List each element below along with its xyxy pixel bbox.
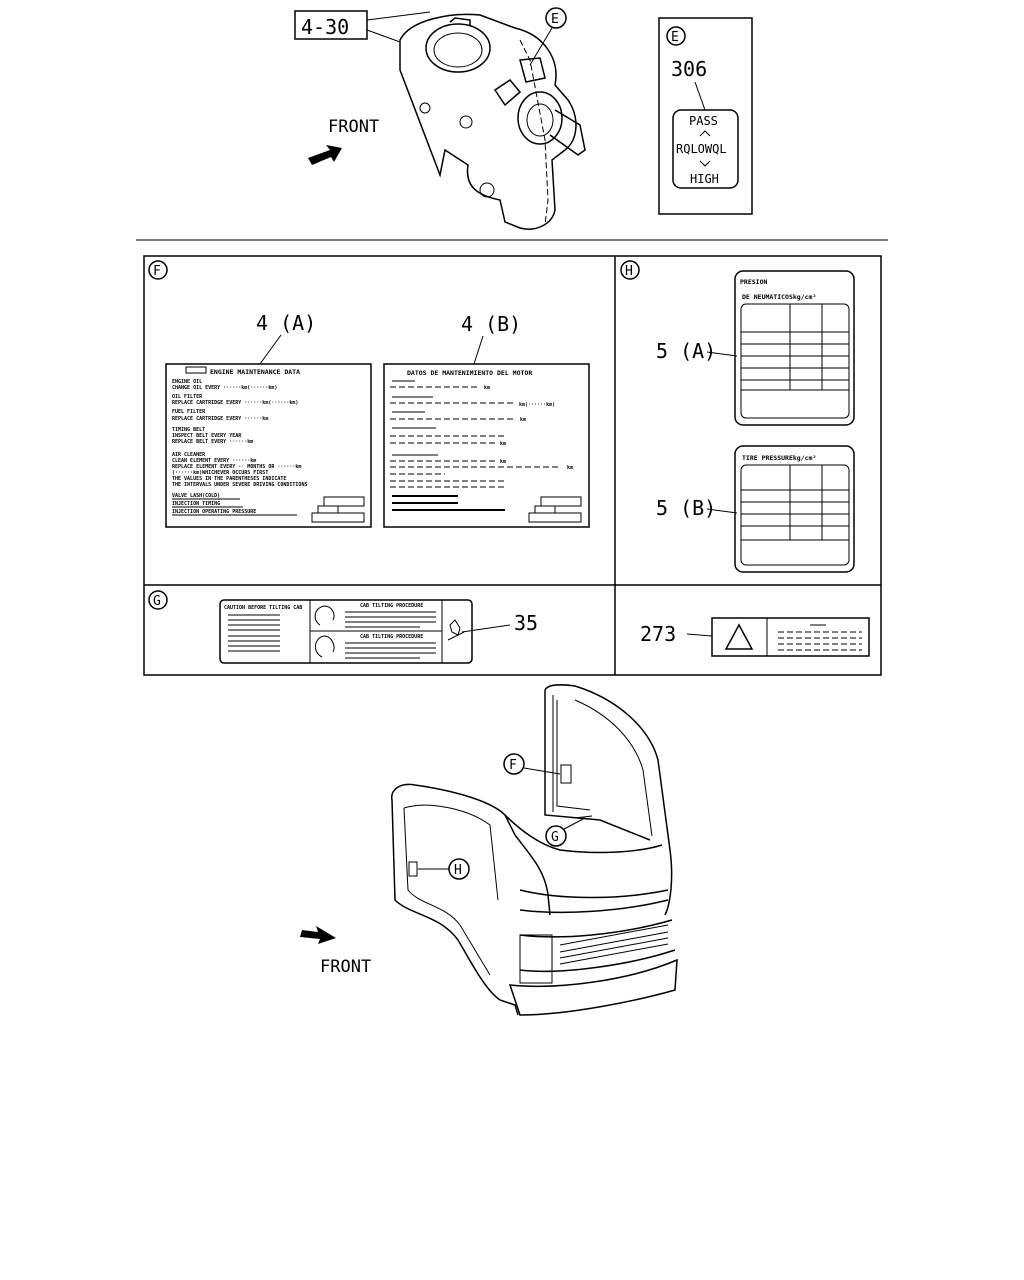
callout-f-circle: [503, 753, 525, 775]
label-4a-line: TIMING BELT: [172, 427, 205, 433]
front-arrow-icon: [308, 145, 342, 165]
label-5b-title: TIRE PRESSUREkg/cm²: [742, 454, 816, 462]
label-4a-line: INSPECT BELT EVERY YEAR: [172, 433, 242, 439]
callout-h: H: [454, 863, 462, 878]
panel-h-circle: [620, 260, 640, 280]
callout-e-circle: [545, 7, 567, 29]
label-4a-line: CLEAN ELEMENT EVERY ······km: [172, 458, 256, 464]
ref-box-4-30: [294, 10, 368, 40]
label-4b: DATOS DE MANTENIMIENTO DEL MOTOR km km(·…: [383, 363, 590, 528]
label-5a: PRESION DE NEUMATICOSkg/cm²: [734, 270, 855, 426]
inset-e: E 306 PASS RQLOWQL HIGH: [658, 17, 753, 215]
ref-4-30: 4-30: [301, 15, 349, 39]
panel-frame: [143, 255, 882, 676]
label-4a-line: REPLACE CARTRIDGE EVERY ······km: [172, 416, 268, 422]
label-4a-line: VALVE LASH(COLD): [172, 493, 220, 499]
label-4a-line: (······km)WHICHEVER OCCURS FIRST: [172, 470, 268, 476]
truck-cab: [391, 684, 678, 1016]
ref-4a: 4 (A): [256, 311, 316, 335]
label-273: [711, 617, 870, 657]
front-arrow-bottom-icon: [300, 926, 336, 944]
label-4b-unit: km: [500, 441, 506, 447]
label-35-proc-1: CAB TILTING PROCEDURE: [360, 603, 423, 609]
label-4b-unit: km: [567, 465, 573, 471]
label-4a-line: ENGINE OIL: [172, 379, 202, 385]
label-5a-title-2: DE NEUMATICOSkg/cm²: [742, 293, 816, 301]
ref-5a: 5 (A): [656, 339, 716, 363]
label-35: CAUTION BEFORE TILTING CAB CAB TILTING P…: [219, 599, 473, 664]
front-label-bottom: FRONT: [320, 957, 371, 977]
callout-e: E: [551, 12, 559, 27]
switch-mid: RQLOWQL: [676, 142, 727, 156]
label-4a-line: REPLACE BELT EVERY ······km: [172, 439, 253, 445]
ref-273: 273: [640, 622, 676, 646]
ref-35: 35: [514, 611, 538, 635]
inset-e-letter: E: [671, 30, 679, 45]
label-4a-title: ENGINE MAINTENANCE DATA: [210, 368, 300, 376]
label-4a: ENGINE MAINTENANCE DATA ENGINE OIL CHANG…: [165, 363, 372, 528]
label-4a-line: INJECTION TIMING: [172, 501, 220, 507]
callout-f: F: [509, 758, 517, 773]
label-4a-line: REPLACE ELEMENT EVERY ·· MONTHS OR ·····…: [172, 464, 301, 470]
panel-g-circle: [148, 590, 168, 610]
warning-triangle-icon: [724, 623, 754, 650]
label-4a-line: INJECTION OPERATING PRESSURE: [172, 509, 256, 515]
label-4b-title: DATOS DE MANTENIMIENTO DEL MOTOR: [407, 369, 532, 377]
label-4a-line: THE INTERVALS UNDER SEVERE DRIVING CONDI…: [172, 482, 307, 488]
label-4a-line: OIL FILTER: [172, 394, 203, 400]
label-5a-title-1: PRESION: [740, 278, 767, 286]
label-4b-unit: km: [500, 459, 506, 465]
label-4a-line: CHANGE OIL EVERY ······km(······km): [172, 385, 277, 391]
panel-g-letter: G: [153, 594, 161, 609]
label-4a-line: AIR CLEANER: [172, 452, 206, 458]
column-switch-housing: [399, 13, 586, 230]
switch-pass: PASS: [689, 114, 718, 128]
callout-g-circle: [545, 825, 567, 847]
callout-g: G: [551, 830, 559, 845]
label-4b-unit: km(······km): [519, 402, 555, 408]
front-label-top: FRONT: [328, 117, 379, 137]
ref-4b: 4 (B): [461, 312, 521, 336]
panel-f-circle: [148, 260, 168, 280]
label-5b: TIRE PRESSUREkg/cm²: [734, 445, 855, 573]
label-4b-unit: km: [484, 385, 490, 391]
panel-f-letter: F: [153, 264, 161, 279]
inset-e-part-no: 306: [671, 57, 707, 81]
label-4b-unit: km: [520, 417, 526, 423]
switch-high: HIGH: [690, 172, 719, 186]
label-4a-line: FUEL FILTER: [172, 409, 206, 415]
label-4a-line: THE VALUES IN THE PARENTHESES INDICATE: [172, 476, 286, 482]
label-4a-line: REPLACE CARTRIDGE EVERY ······km(······k…: [172, 400, 298, 406]
ref-5b: 5 (B): [656, 496, 716, 520]
panel-h-letter: H: [625, 264, 633, 279]
label-35-left-title: CAUTION BEFORE TILTING CAB: [224, 605, 302, 611]
label-35-proc-2: CAB TILTING PROCEDURE: [360, 634, 423, 640]
